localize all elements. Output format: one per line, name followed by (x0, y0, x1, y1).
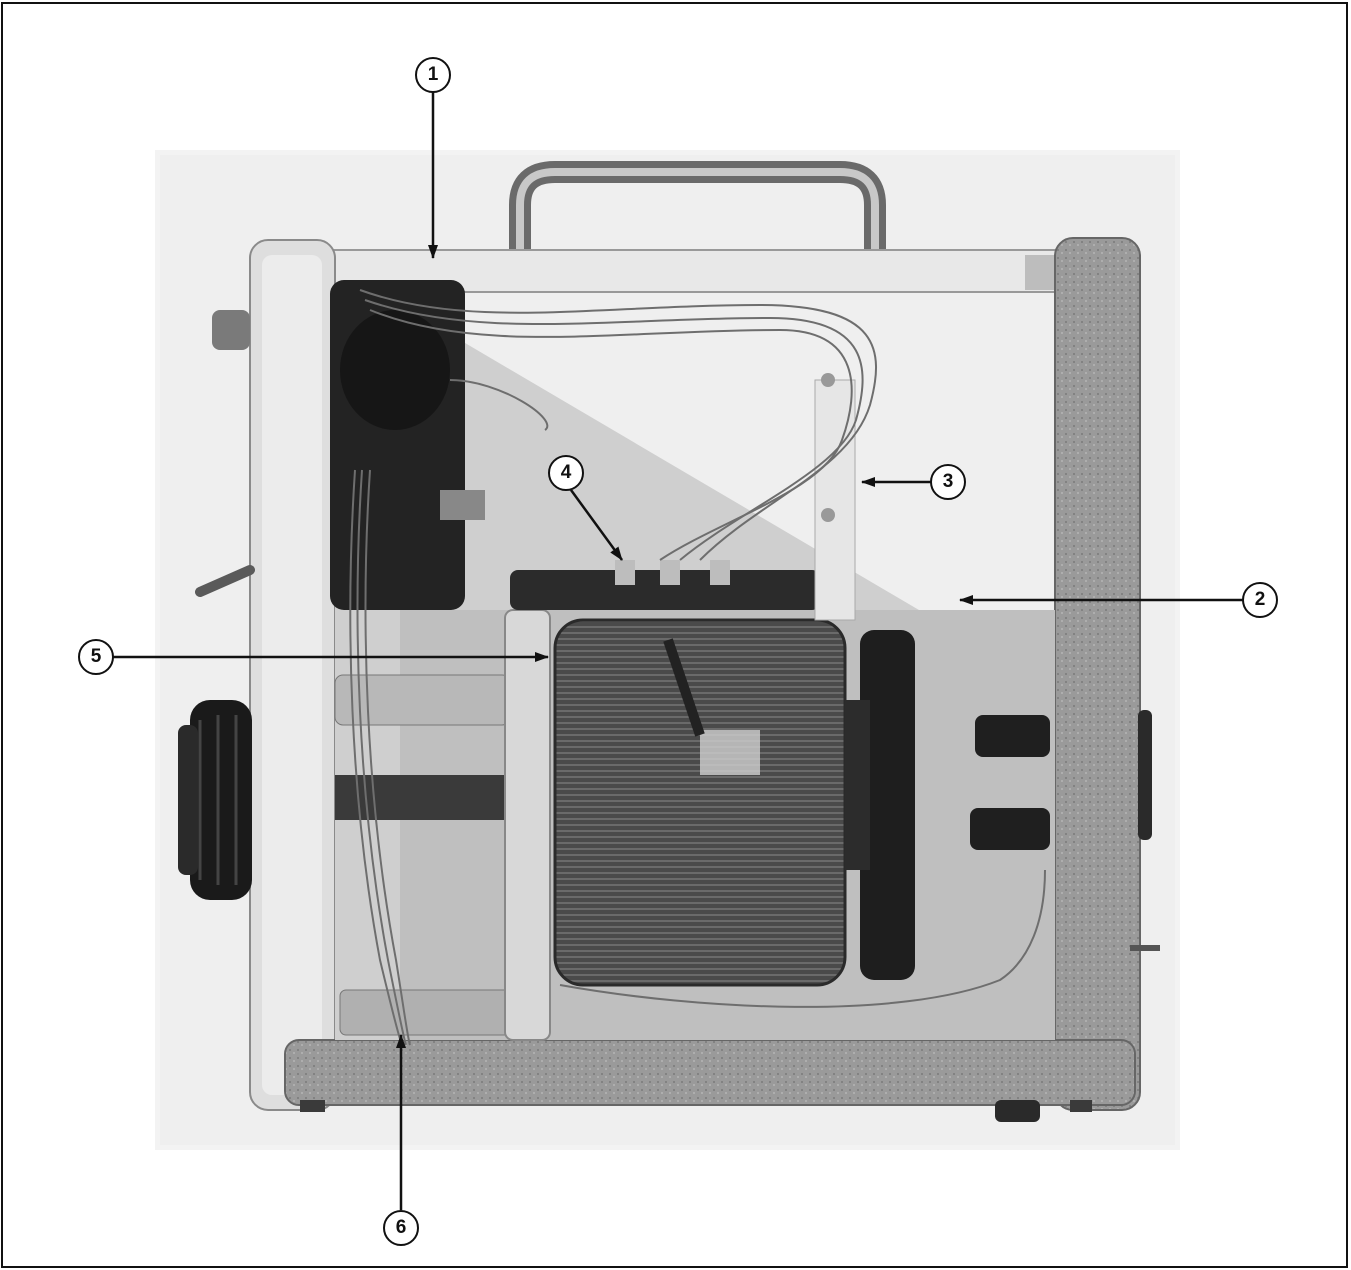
binding-post (212, 310, 250, 350)
callout-4: 4 (548, 455, 584, 491)
drive-shaft (335, 775, 510, 820)
callout-6: 6 (383, 1210, 419, 1246)
brush-disk (860, 630, 915, 980)
bottom-rail (284, 1039, 1136, 1106)
output-jack-lower (970, 808, 1050, 850)
coil-bracket (504, 609, 551, 1041)
callout-2: 2 (1242, 582, 1278, 618)
callout-1: 1 (415, 57, 451, 93)
callout-3: 3 (930, 464, 966, 500)
right-frame (1054, 237, 1141, 1111)
toggle-lever (195, 565, 255, 597)
wiring-harness (349, 289, 1046, 1046)
output-jack-upper (975, 715, 1050, 757)
terminal-board (510, 570, 820, 610)
callout-5: 5 (78, 639, 114, 675)
transformer-coil (553, 618, 847, 987)
leader-line-4 (569, 489, 624, 561)
